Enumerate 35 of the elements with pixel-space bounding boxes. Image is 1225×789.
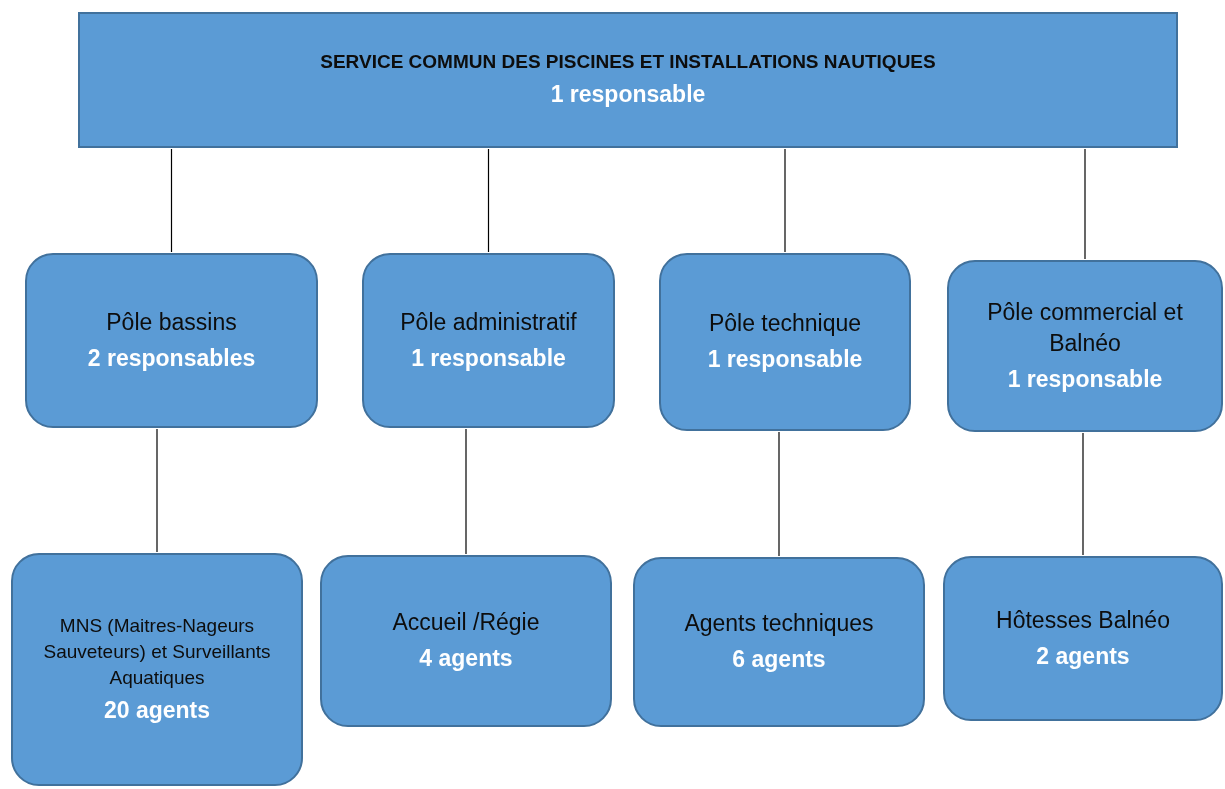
box-title: Accueil /Régie <box>392 608 540 638</box>
org-box <box>947 260 1223 432</box>
box-count: 1 responsable <box>1007 364 1163 394</box>
org-box <box>633 557 925 727</box>
connector-line <box>465 428 467 555</box>
box-title: Agents techniques <box>684 609 874 639</box>
box-count: 2 agents <box>1036 641 1130 671</box>
org-box <box>25 253 318 428</box>
org-box <box>78 12 1178 148</box>
connector-line <box>784 148 786 253</box>
box-title: Pôle administratif <box>400 307 577 337</box>
box-title: Pôle commercial et Balnéo <box>986 297 1184 359</box>
org-box <box>320 555 612 727</box>
box-count: 20 agents <box>103 695 211 725</box>
box-count: 2 responsables <box>87 343 256 373</box>
connector-line <box>1082 432 1084 556</box>
org-box <box>11 553 303 786</box>
box-count: 6 agents <box>732 645 826 674</box>
box-count: 1 responsable <box>707 345 863 374</box>
org-box <box>659 253 911 431</box>
org-box <box>943 556 1223 721</box>
box-title: SERVICE COMMUN DES PISCINES ET INSTALLATIONS NAUTIQUES <box>320 50 936 75</box>
box-title: Hôtesses Balnéo <box>996 605 1170 635</box>
connector-line <box>487 148 490 253</box>
box-title: Pôle technique <box>708 309 862 339</box>
connector-line <box>1084 148 1086 260</box>
box-title: MNS (Maitres-Nageurs Sauveteurs) et Surveillants Aquatiques <box>42 613 272 690</box>
box-title: Pôle bassins <box>106 307 237 337</box>
connector-line <box>778 431 780 557</box>
box-count: 1 responsable <box>411 343 566 373</box>
connector-line <box>156 428 158 553</box>
box-count: 1 responsable <box>550 80 706 110</box>
org-box <box>362 253 615 428</box>
box-count: 4 agents <box>419 644 513 673</box>
connector-line <box>170 148 173 253</box>
